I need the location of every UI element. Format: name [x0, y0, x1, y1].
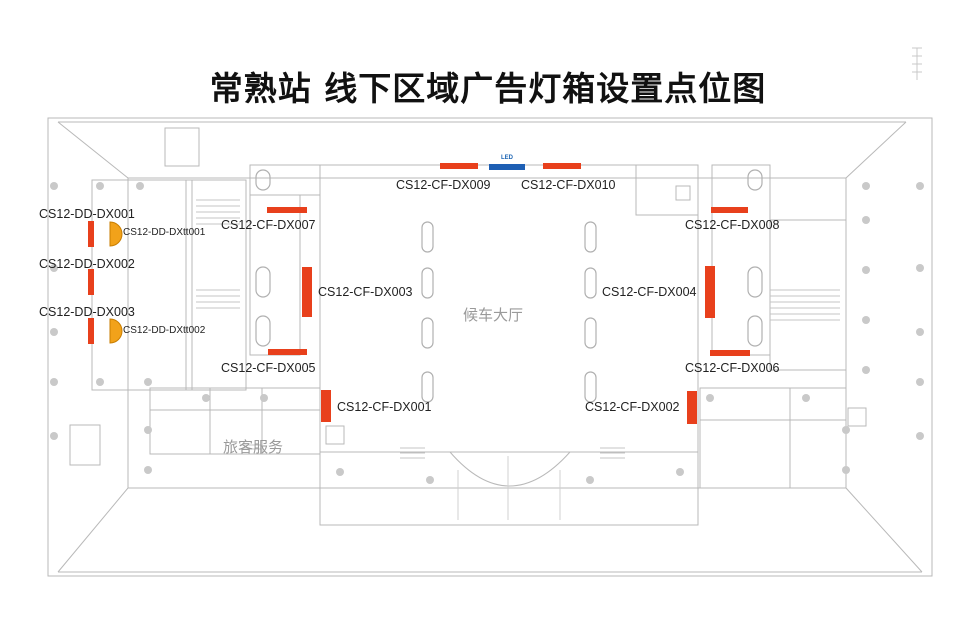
lightbox-cf-dx002[interactable] — [687, 391, 697, 424]
lightbox-cf-dx009[interactable] — [440, 163, 478, 169]
label-dd-dx003: CS12-DD-DX003 — [39, 305, 135, 319]
page-title: 常熟站 线下区域广告灯箱设置点位图 — [209, 69, 767, 108]
label-dd-dx001: CS12-DD-DX001 — [39, 207, 135, 221]
right-service-block — [699, 387, 847, 489]
label-dd-dxtt002: CS12-DD-DXtt002 — [123, 325, 206, 336]
label-cf-dx001: CS12-CF-DX001 — [337, 400, 432, 414]
lightbox-cf-dx008[interactable] — [711, 207, 748, 213]
label-cf-dx006: CS12-CF-DX006 — [685, 361, 780, 375]
lightbox-dd-dx001[interactable] — [88, 221, 94, 247]
label-cf-dx005: CS12-CF-DX005 — [221, 361, 316, 375]
label-cf-dx002: CS12-CF-DX002 — [585, 400, 680, 414]
label-cf-dx009: CS12-CF-DX009 — [396, 178, 491, 192]
lightbox-dd-dx002[interactable] — [88, 269, 94, 295]
label-cf-dx007: CS12-CF-DX007 — [221, 218, 316, 232]
led-label: LED — [501, 155, 513, 161]
label-cf-dx004: CS12-CF-DX004 — [602, 285, 697, 299]
lightbox-cf-dx004[interactable] — [705, 266, 715, 318]
left-service-block — [149, 387, 321, 455]
label-dd-dxtt001: CS12-DD-DXtt001 — [123, 227, 206, 238]
lightbox-cf-dx005[interactable] — [268, 349, 307, 355]
passenger-service-label: 旅客服务 — [223, 438, 284, 456]
waiting-hall-outline — [319, 164, 699, 526]
waiting-hall-label: 候车大厅 — [463, 306, 524, 324]
lightbox-cf-dx007[interactable] — [267, 207, 307, 213]
label-dd-dx002: CS12-DD-DX002 — [39, 257, 135, 271]
lightbox-dd-dxtt001[interactable] — [108, 221, 128, 247]
label-cf-dx003: CS12-CF-DX003 — [318, 285, 413, 299]
lightbox-cf-dx001[interactable] — [321, 390, 331, 422]
label-cf-dx010: CS12-CF-DX010 — [521, 178, 616, 192]
lightbox-cf-dx010[interactable] — [543, 163, 581, 169]
roof-left-edge — [57, 121, 129, 573]
lightbox-cf-dx006[interactable] — [710, 350, 750, 356]
lightbox-dd-dx003[interactable] — [88, 318, 94, 344]
plan-outer-frame — [47, 117, 933, 577]
lightbox-cf-dx003[interactable] — [302, 267, 312, 317]
led-screen[interactable] — [489, 164, 525, 170]
roof-right-edge — [845, 121, 923, 573]
label-cf-dx008: CS12-CF-DX008 — [685, 218, 780, 232]
lightbox-dd-dxtt002[interactable] — [108, 318, 128, 344]
